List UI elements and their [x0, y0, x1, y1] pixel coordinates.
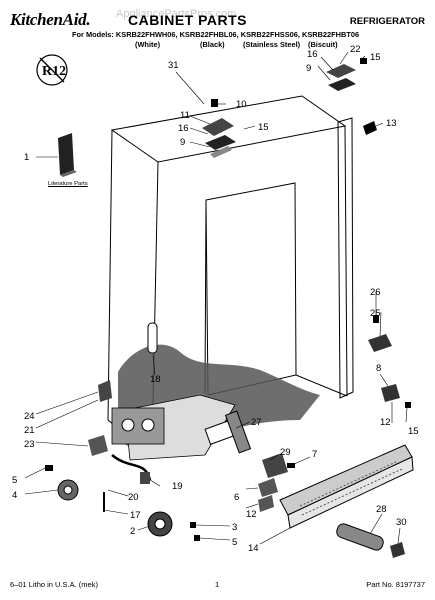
compressor	[111, 407, 165, 445]
callout-number: 31	[168, 60, 179, 71]
callout-number: 25	[370, 308, 381, 319]
drain-tube	[147, 322, 158, 354]
color-stainless: (Stainless Steel)	[243, 40, 301, 49]
callout-number: 5	[232, 537, 237, 548]
models-line: For Models: KSRB22FHWH06, KSRB22FHBL06, …	[72, 30, 360, 39]
literature-parts-label: Literature Parts	[48, 181, 88, 187]
watermark: AppliancePartsPros.com	[116, 8, 237, 20]
leader-lines	[24, 51, 408, 545]
appliance-category: REFRIGERATOR	[349, 16, 425, 27]
callout-number: 21	[24, 425, 35, 436]
color-black: (Black)	[200, 40, 225, 49]
door-stop	[363, 121, 377, 135]
callout-number: 26	[370, 287, 381, 298]
water-filter	[336, 523, 384, 551]
footer-part-number: Part No. 8197737	[366, 580, 425, 589]
upper-left-hinge	[202, 99, 236, 158]
literature-booklet	[58, 133, 77, 177]
callout-number: 6	[234, 492, 239, 503]
callout-number: 9	[180, 137, 185, 148]
callout-number: 16	[178, 123, 189, 134]
callout-number: 12	[380, 417, 391, 428]
right-bracket	[381, 384, 400, 402]
r12-text: R12	[42, 64, 66, 79]
callout-number: 23	[24, 439, 35, 450]
callout-number: 3	[232, 522, 237, 533]
callout-number: 2	[130, 526, 135, 537]
callout-number: 22	[350, 44, 361, 55]
callout-number: 14	[248, 543, 259, 554]
callout-number: 9	[306, 63, 311, 74]
brand-logo: KitchenAid.	[10, 10, 91, 29]
page-title: CABINET PARTS	[128, 12, 248, 28]
callout-number: 11	[180, 110, 190, 121]
color-biscuit: (Biscuit)	[308, 40, 338, 49]
toe-grille	[279, 444, 414, 529]
callout-number: 15	[408, 426, 419, 437]
callout-number: 12	[246, 509, 257, 520]
callout-number: 13	[386, 118, 397, 129]
callout-number: 5	[12, 475, 17, 486]
filter-cap	[390, 542, 405, 558]
leveling-roller	[368, 315, 392, 352]
callout-number: 8	[376, 363, 381, 374]
leg-4	[57, 479, 79, 501]
upper-right-hinge	[326, 58, 367, 91]
callout-number: 27	[251, 417, 262, 428]
leveling-leg-2	[147, 511, 173, 537]
bracket-6	[258, 478, 278, 497]
callout-number: 1	[24, 152, 29, 163]
footer-page-number: 1	[215, 580, 220, 589]
callout-number: 24	[24, 411, 35, 422]
callout-number: 15	[370, 52, 381, 63]
callout-number: 7	[312, 449, 317, 460]
callout-number: 29	[280, 447, 291, 458]
footer-litho: 6–01 Litho in U.S.A. (mek)	[10, 580, 98, 589]
callout-number: 10	[236, 99, 247, 110]
callout-number: 19	[172, 481, 183, 492]
callout-number: 15	[258, 122, 269, 133]
color-white: (White)	[135, 40, 161, 49]
callout-number: 28	[376, 504, 387, 515]
r12-badge: R12	[36, 54, 68, 86]
callout-number: 20	[128, 492, 139, 503]
callout-number: 18	[150, 374, 161, 385]
left-bracket	[98, 380, 112, 402]
insulation-area	[111, 344, 320, 461]
callout-number: 30	[396, 517, 407, 528]
fitting-29	[262, 453, 288, 478]
callout-number: 4	[12, 490, 17, 501]
water-valve	[204, 410, 252, 454]
callout-number: 17	[130, 510, 141, 521]
callout-number: 16	[307, 49, 318, 60]
bracket-23	[88, 435, 108, 456]
